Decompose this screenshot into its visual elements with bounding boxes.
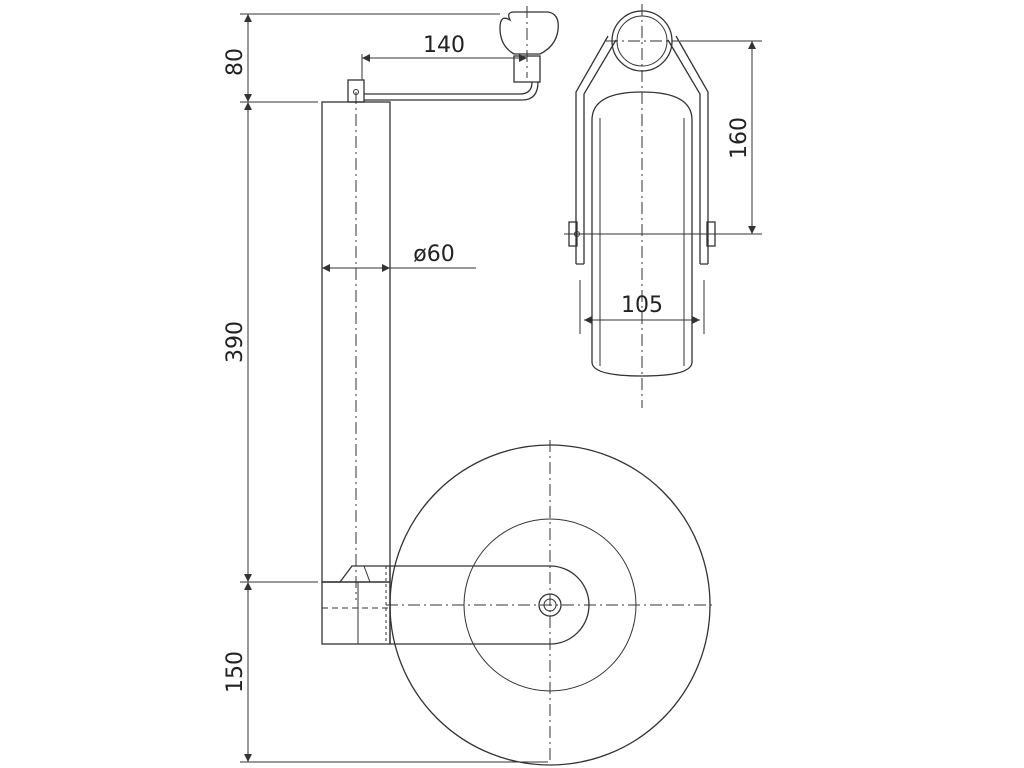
side-view-main-tube [321, 92, 391, 600]
front-view: 160 105 [564, 4, 762, 408]
dimension-tube-length-label: 390 [223, 321, 248, 363]
side-view: 80 140 390 ø60 150 [223, 6, 716, 766]
dimension-wheel-width: 105 [579, 280, 705, 334]
dimension-crank-reach: 140 [362, 33, 527, 62]
dimension-crank-reach-label: 140 [423, 33, 465, 58]
front-view-fork [564, 35, 762, 265]
dimension-wheel-offset: 150 [223, 582, 252, 762]
dimension-tube-length: 390 [223, 102, 252, 582]
dimension-tube-diameter-label: ø60 [413, 242, 454, 267]
front-view-tube-section [606, 10, 678, 72]
front-view-wheel [591, 4, 693, 408]
dimension-fork-height: 160 [727, 41, 756, 234]
dimension-tube-diameter: ø60 [322, 242, 476, 272]
dimension-crank-height-label: 80 [223, 48, 248, 76]
side-view-wheel [386, 440, 716, 766]
side-view-crank-handle [347, 6, 559, 103]
dimension-wheel-offset-label: 150 [223, 651, 248, 693]
side-view-wheel-arm [390, 565, 590, 645]
dimension-crank-height: 80 [223, 14, 252, 102]
dimension-fork-height-label: 160 [727, 117, 752, 159]
dimension-wheel-width-label: 105 [621, 293, 663, 318]
